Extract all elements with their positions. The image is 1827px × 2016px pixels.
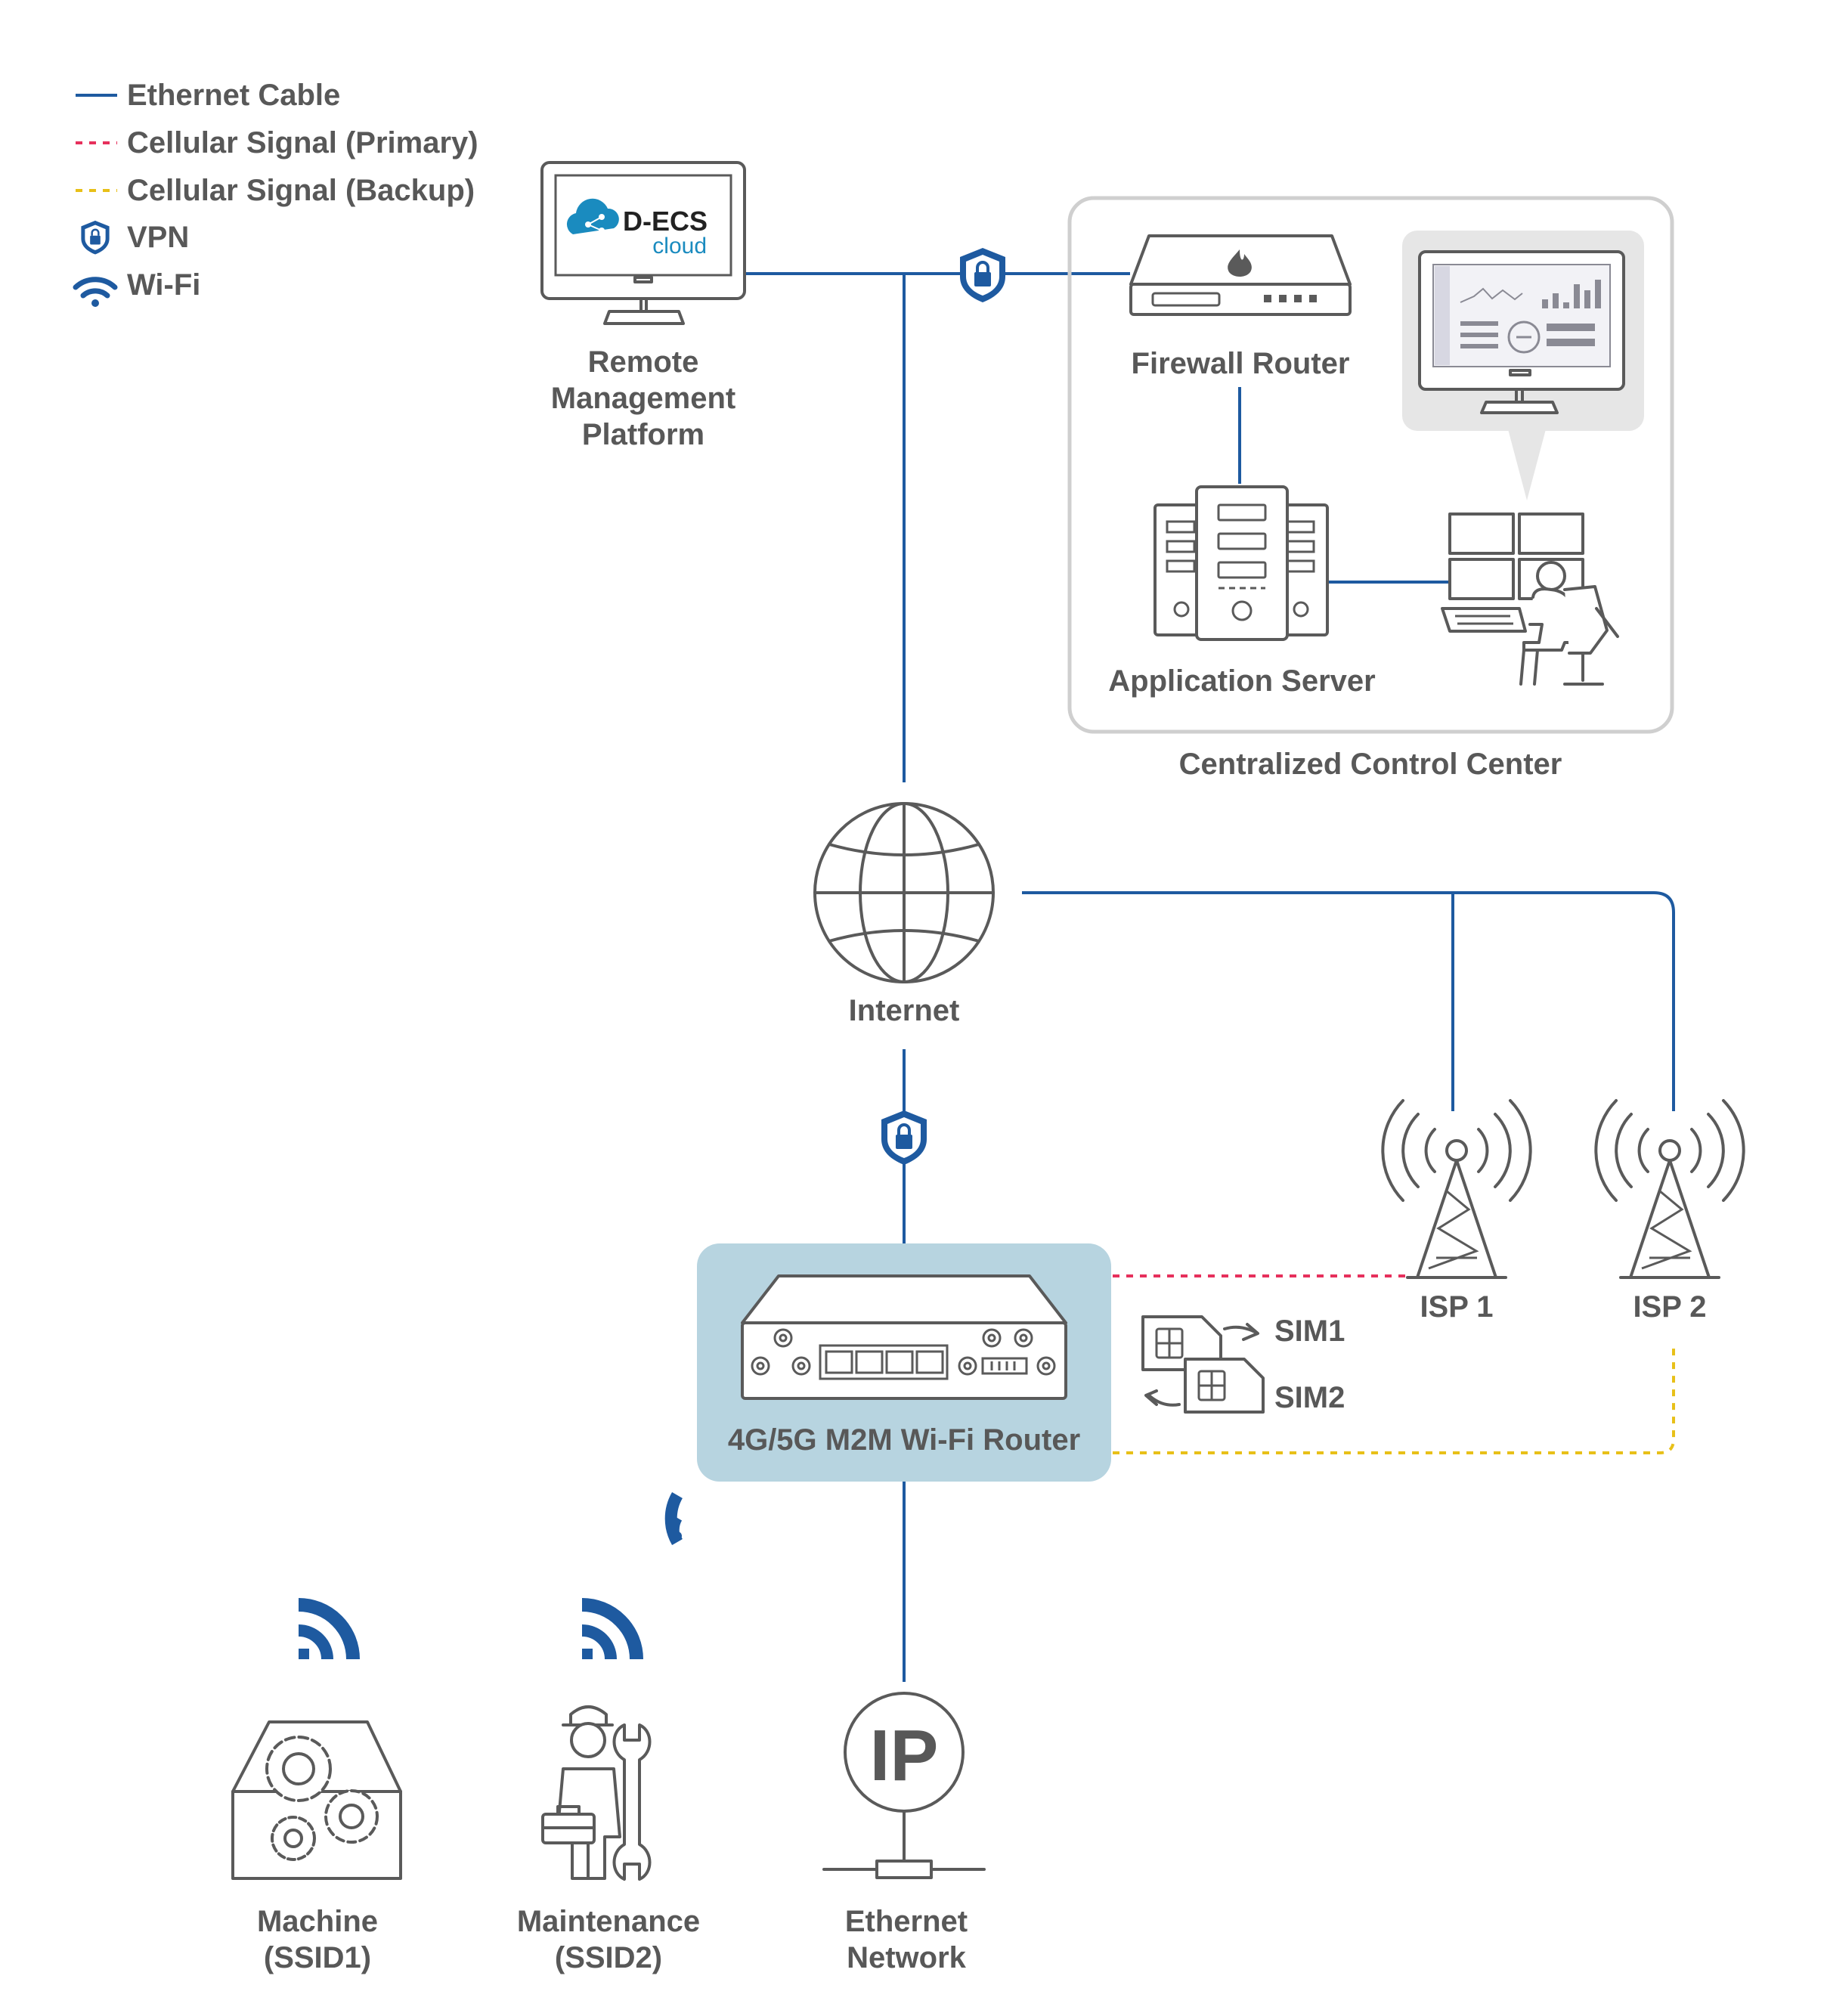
- maintenance-worker-icon: [541, 1705, 652, 1881]
- operator-workstation-icon: [1441, 513, 1619, 686]
- remote-platform-label: Platform: [582, 418, 704, 451]
- wifi-signal-icon: [298, 1598, 360, 1660]
- sim1-label: SIM1: [1274, 1315, 1345, 1348]
- remote-platform-label: Management: [551, 382, 736, 415]
- application-server-label: Application Server: [1108, 664, 1375, 698]
- legend-item-backup: Cellular Signal (Backup): [76, 174, 475, 207]
- isp1: ISP 1: [1381, 1099, 1532, 1324]
- legend-item-wifi: Wi-Fi: [73, 268, 200, 307]
- wifi-icon: [73, 277, 118, 307]
- sim-card-icon: [1141, 1315, 1222, 1371]
- internet: Internet: [813, 802, 995, 1027]
- vpn-shield-icon: [881, 1110, 927, 1165]
- legend-label: Wi-Fi: [127, 268, 200, 302]
- firewall-router-label: Firewall Router: [1132, 347, 1350, 380]
- remote-management-platform: D-ECS cloud Remote Management Platform: [540, 161, 746, 451]
- cellular-backup-link: [1113, 1349, 1675, 1454]
- application-server: Application Server: [1108, 485, 1376, 698]
- machine-ssid1: Machine (SSID1): [231, 1720, 402, 1974]
- logo-text: D-ECS: [623, 206, 708, 237]
- connections: [745, 272, 1675, 1682]
- globe-icon: [813, 802, 995, 983]
- server-icon: [1153, 485, 1329, 641]
- sim2-label: SIM2: [1274, 1381, 1345, 1414]
- firewall-router-icon: [1129, 234, 1352, 316]
- machine-label: (SSID1): [264, 1941, 371, 1974]
- firewall-router: Firewall Router: [1129, 234, 1352, 380]
- m2m-router: 4G/5G M2M Wi-Fi Router: [697, 1243, 1111, 1482]
- legend-label: VPN: [127, 221, 189, 254]
- machine-label: Machine: [257, 1905, 378, 1938]
- cell-tower-icon: [1381, 1099, 1532, 1279]
- isp2: ISP 2: [1594, 1099, 1745, 1324]
- ethernet-link-internet-isp: [1022, 891, 1675, 1111]
- monitor-icon: [540, 161, 746, 325]
- ethernet-network-label: Network: [847, 1941, 967, 1974]
- maintenance-label: Maintenance: [517, 1905, 700, 1938]
- control-center-label: Centralized Control Center: [1179, 748, 1562, 781]
- machine-gears-icon: [231, 1720, 402, 1880]
- maintenance-ssid2: Maintenance (SSID2): [517, 1705, 700, 1974]
- remote-platform-label: Remote: [588, 345, 699, 379]
- router-label: 4G/5G M2M Wi-Fi Router: [728, 1423, 1080, 1457]
- sim-cards: SIM1 SIM2: [1141, 1315, 1345, 1414]
- legend-item-vpn: VPN: [81, 220, 189, 255]
- isp1-label: ISP 1: [1420, 1290, 1493, 1324]
- isp2-label: ISP 2: [1633, 1290, 1706, 1324]
- vpn-shield-icon: [81, 220, 110, 255]
- wifi-signal-icon: [664, 1492, 683, 1545]
- cell-tower-icon: [1594, 1099, 1745, 1279]
- router-icon: [741, 1274, 1067, 1400]
- control-center-frame: [1067, 196, 1674, 734]
- wifi-signal-icon: [581, 1598, 643, 1660]
- legend-label: Cellular Signal (Backup): [127, 174, 475, 207]
- internet-label: Internet: [849, 994, 960, 1027]
- ethernet-network: IP Ethernet Network: [822, 1692, 986, 1974]
- vpn-shield-icon: [960, 248, 1005, 302]
- ethernet-network-label: Ethernet: [845, 1905, 968, 1938]
- cloud-logo-icon: [566, 198, 619, 234]
- legend: Ethernet Cable Cellular Signal (Primary)…: [73, 79, 478, 307]
- sim-card-icon: [1184, 1358, 1265, 1414]
- dashboard-callout: [1402, 231, 1644, 500]
- centralized-control-center: Centralized Control Center Firewall Rout…: [1067, 196, 1674, 781]
- maintenance-label: (SSID2): [555, 1941, 662, 1974]
- ip-network-icon: [822, 1692, 986, 1879]
- dashboard-monitor-icon: [1418, 250, 1625, 414]
- legend-item-ethernet: Ethernet Cable: [76, 79, 340, 112]
- legend-label: Cellular Signal (Primary): [127, 126, 478, 159]
- ip-badge-text: IP: [870, 1715, 939, 1796]
- legend-item-primary: Cellular Signal (Primary): [76, 126, 478, 159]
- logo-subtext: cloud: [652, 234, 707, 259]
- legend-label: Ethernet Cable: [127, 79, 340, 112]
